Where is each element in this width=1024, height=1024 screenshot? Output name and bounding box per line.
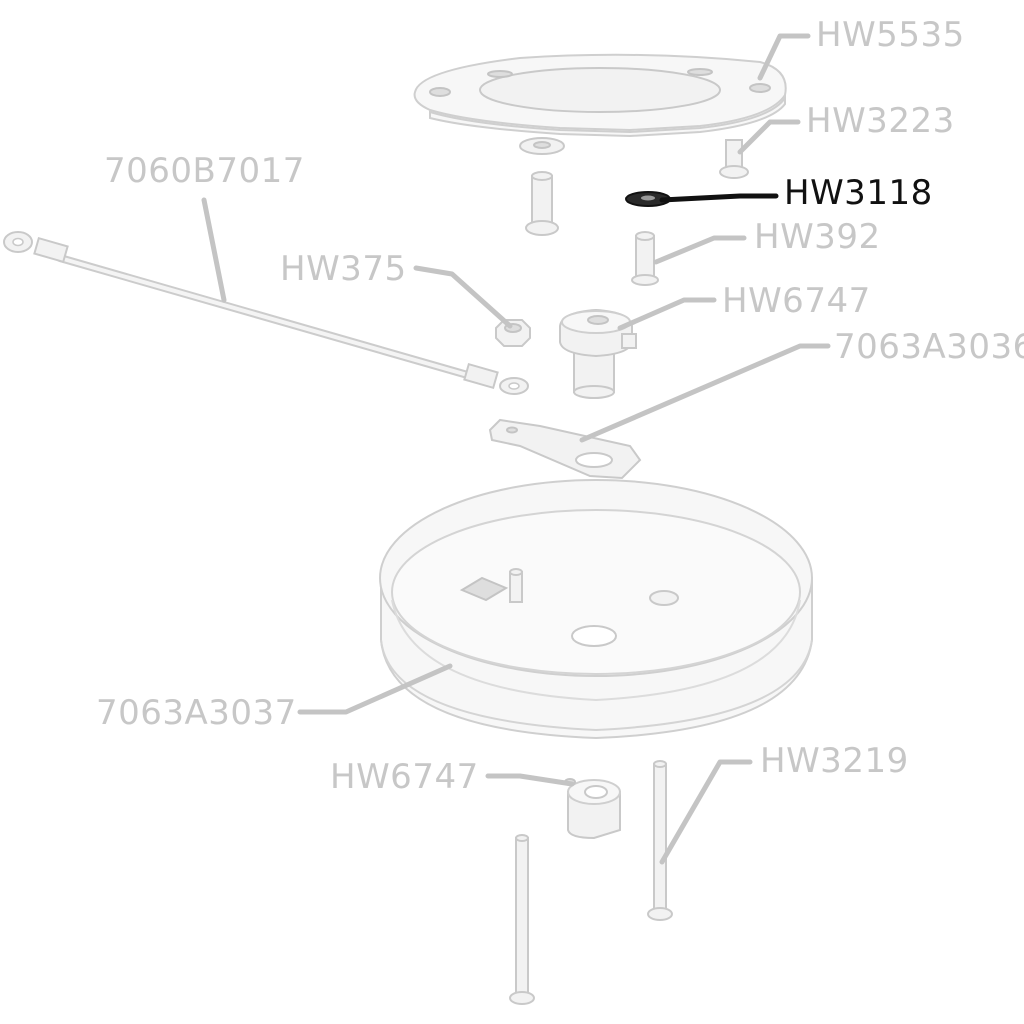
7063a3037-leader-line [297, 663, 453, 715]
hw3118-label[interactable]: HW3118 [784, 173, 933, 213]
hw3219-bolt-part[interactable] [647, 760, 673, 921]
hw375-label[interactable]: HW375 [280, 249, 407, 289]
7063a3036-label[interactable]: 7063A3036 [834, 327, 1024, 367]
hw6747-bushing-bottom-part[interactable] [564, 778, 621, 840]
hw5535-leader-line [757, 33, 811, 81]
hw392-leader-line [653, 235, 747, 265]
hw3223-screw-part[interactable] [719, 139, 749, 179]
hw3118-leader-line [659, 193, 779, 203]
bracket-part[interactable] [488, 418, 642, 480]
hw3219-label[interactable]: HW3219 [760, 741, 909, 781]
hw375-leader-line [413, 265, 513, 329]
small-washer-part[interactable] [519, 137, 565, 155]
hw375-nut-part[interactable] [495, 319, 531, 347]
hw3223-leader-line [737, 119, 801, 155]
hw5535-label[interactable]: HW5535 [816, 15, 965, 55]
hw6747-bottom-leader-line [485, 773, 575, 787]
7060b7017-label[interactable]: 7060B7017 [104, 151, 305, 191]
hw6747-bushing-top-part[interactable] [559, 308, 637, 399]
7063a3037-label[interactable]: 7063A3037 [96, 693, 297, 733]
hw392-label[interactable]: HW392 [754, 217, 881, 257]
hw3219-leader-line [659, 759, 753, 865]
mounting-plate-part[interactable] [413, 53, 787, 138]
hw3223-label[interactable]: HW3223 [806, 101, 955, 141]
standoff-post-part[interactable] [525, 171, 559, 236]
hw6747-bottom-label[interactable]: HW6747 [330, 757, 479, 797]
ground-wire-part[interactable] [3, 231, 529, 395]
hw6747-top-leader-line [617, 297, 717, 331]
hw392-screw-part[interactable] [631, 231, 659, 286]
long-bolt-part[interactable] [509, 834, 535, 1005]
base-pan-part[interactable] [379, 479, 813, 740]
hw6747-top-label[interactable]: HW6747 [722, 281, 871, 321]
7063a3036-leader-line [579, 343, 831, 443]
7060b7017-leader-line [201, 197, 227, 303]
